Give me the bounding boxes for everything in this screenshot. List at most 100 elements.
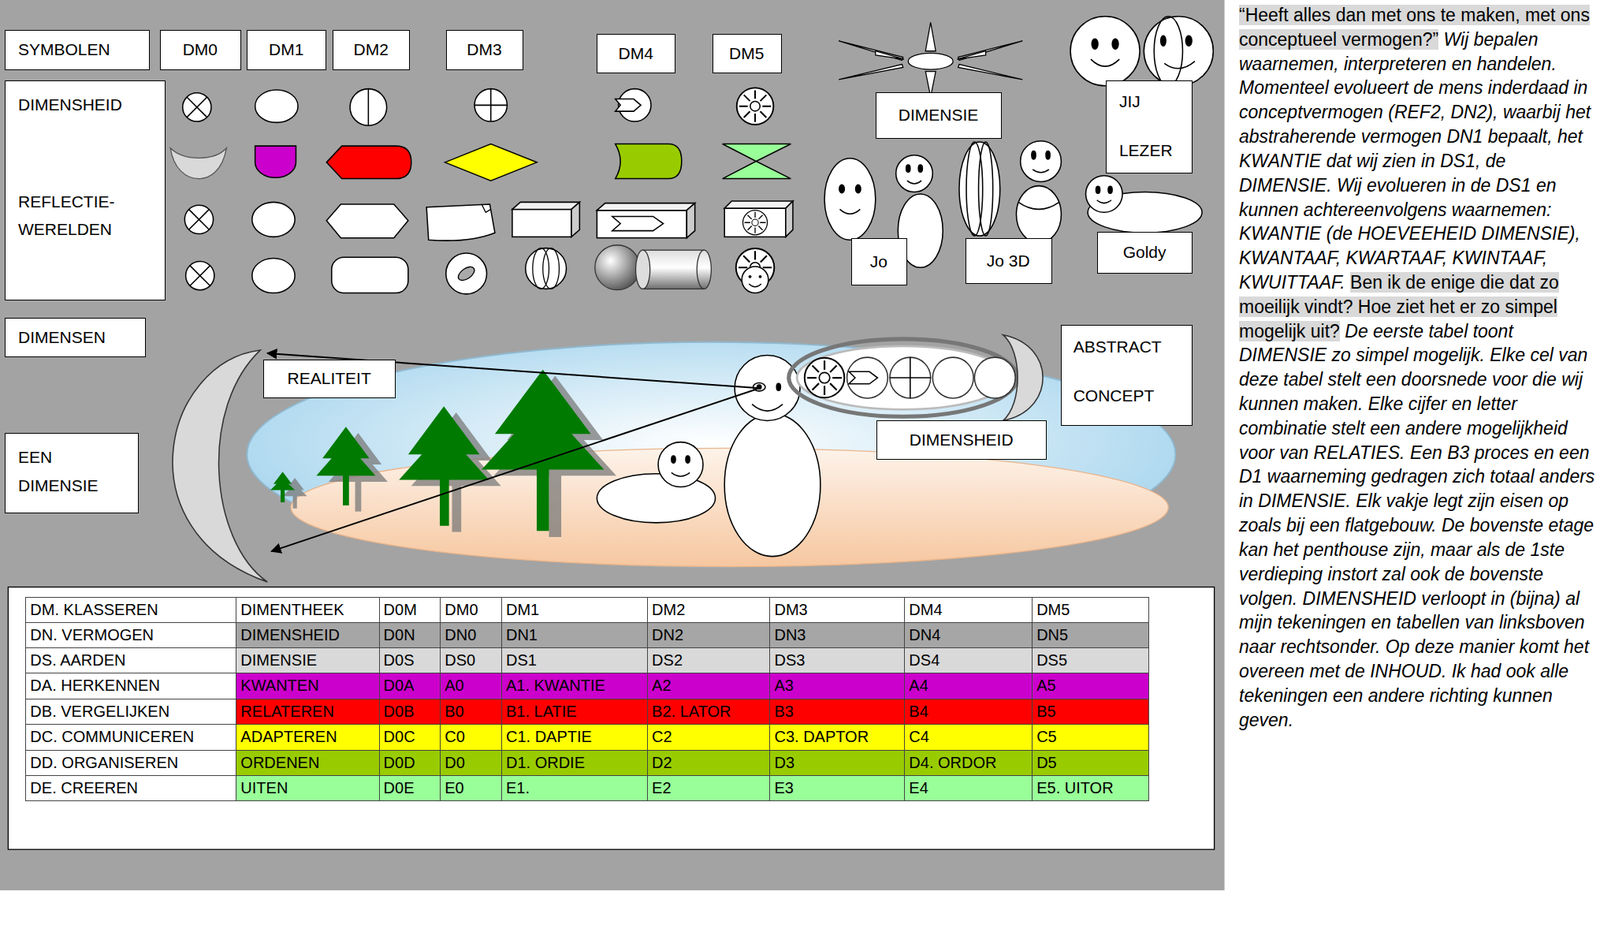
symbol-grid [686, 203, 695, 239]
box-label: REALITEIT [287, 368, 372, 388]
table-cell: RELATEREN [236, 699, 380, 725]
body-text: De eerste tabel toont DIMENSIE zo simpel… [1239, 320, 1595, 730]
symbol-grid [252, 258, 295, 294]
symbol-grid [643, 249, 705, 289]
figures [1070, 16, 1140, 86]
figures [1160, 35, 1166, 46]
symbol-grid [532, 248, 550, 290]
box-label: ABSTRACT [1073, 336, 1162, 357]
symbol-grid [170, 148, 227, 179]
table-cell: D0C [379, 724, 442, 750]
box-label: DM3 [466, 39, 502, 60]
box-label: CONCEPT [1073, 385, 1155, 406]
table-cell: DS5 [1032, 647, 1150, 674]
symbol-grid [525, 248, 567, 290]
figures [839, 184, 845, 193]
table-cell: B4 [904, 699, 1033, 725]
symbol-grid [743, 210, 768, 235]
reality-scene [685, 455, 690, 463]
table-cell: ADAPTEREN [236, 724, 380, 750]
symbol-grid [444, 144, 537, 182]
box-label: DM0 [182, 39, 218, 60]
table-cell: DS4 [904, 647, 1033, 674]
figures [824, 158, 876, 241]
figures [1095, 186, 1100, 194]
figures [839, 208, 860, 214]
symbol-grid [785, 200, 793, 237]
table-cell: C4 [904, 724, 1033, 750]
label-box: Jo 3D [965, 238, 1053, 284]
reality-scene [172, 349, 268, 582]
box-label: DM4 [618, 43, 654, 64]
table-cell: DN4 [904, 622, 1033, 648]
table-cell: DIMENSIE [236, 647, 380, 674]
figures [1143, 16, 1214, 86]
table-cell: D0N [379, 622, 442, 648]
dimension-star [838, 64, 904, 80]
reality-scene [596, 355, 821, 557]
symbol-grid [326, 145, 411, 179]
reality-scene [734, 355, 800, 421]
box-label: DIMENSIE [898, 104, 979, 125]
reality-scene [757, 384, 762, 389]
figures [1020, 141, 1062, 183]
figures [906, 164, 911, 172]
table-cell: DA. HERKENNEN [25, 673, 237, 699]
table-cell: D0E [379, 775, 442, 801]
table-cell: DN1 [502, 622, 648, 648]
figures [1108, 186, 1113, 194]
table-cell: DS2 [647, 647, 771, 674]
symbol-grid [736, 87, 774, 125]
reality-scene [751, 404, 783, 411]
label-box: Jo [851, 238, 908, 287]
table-cell: D1. ORDIE [502, 750, 648, 776]
table-cell: DM0 [440, 596, 503, 622]
box-label: DM1 [268, 39, 304, 60]
symbol-grid [255, 145, 297, 178]
symbol-grid [596, 203, 695, 211]
table-cell: D0B [379, 699, 442, 725]
table-cell: DD. ORGANISEREN [25, 750, 237, 776]
reality-scene [1003, 334, 1043, 421]
reality-scene [788, 338, 1018, 417]
table-cell: DC. COMMUNICEREN [25, 724, 237, 750]
symbol-grid [512, 201, 580, 209]
table-cell: D0A [379, 673, 442, 699]
table-cell: C0 [440, 724, 503, 750]
table-cell: E3 [770, 775, 905, 801]
box-label: LEZER [1119, 140, 1173, 160]
table-cell: UITEN [236, 775, 380, 801]
reality-scene [889, 357, 931, 399]
label-box: DIMENSIE [875, 92, 1003, 140]
table-cell: A1. KWANTIE [502, 673, 648, 699]
table-cell: B1. LATIE [502, 699, 648, 725]
symbol-grid [474, 89, 507, 122]
dimension-star [907, 52, 953, 70]
figures [907, 180, 922, 184]
label-box: ABSTRACT CONCEPT [1060, 324, 1193, 426]
table-cell: A4 [904, 673, 1033, 699]
table-cell: B0 [440, 699, 503, 725]
table-cell: E2 [647, 775, 771, 801]
reality-scene [671, 472, 690, 477]
table-cell: A5 [1032, 673, 1150, 699]
table-cell: E1. [502, 775, 648, 801]
table-cell: DS0 [440, 647, 503, 674]
figures [1018, 201, 1060, 209]
label-box: REALITEIT [263, 359, 396, 399]
figures [1031, 151, 1036, 160]
figures [978, 141, 994, 236]
table-cell: A2 [647, 673, 771, 699]
symbol-grid [741, 266, 769, 294]
reality-scene [889, 357, 931, 399]
reality-scene [847, 357, 889, 399]
figures [1032, 169, 1050, 173]
figures [1091, 38, 1098, 49]
label-box: SYMBOLEN [4, 29, 150, 71]
symbol-grid [252, 201, 295, 237]
label-box: DIMENSEN [4, 317, 146, 358]
dimension-star [958, 64, 1024, 80]
label-box: DM2 [332, 29, 410, 71]
figures [896, 155, 934, 193]
